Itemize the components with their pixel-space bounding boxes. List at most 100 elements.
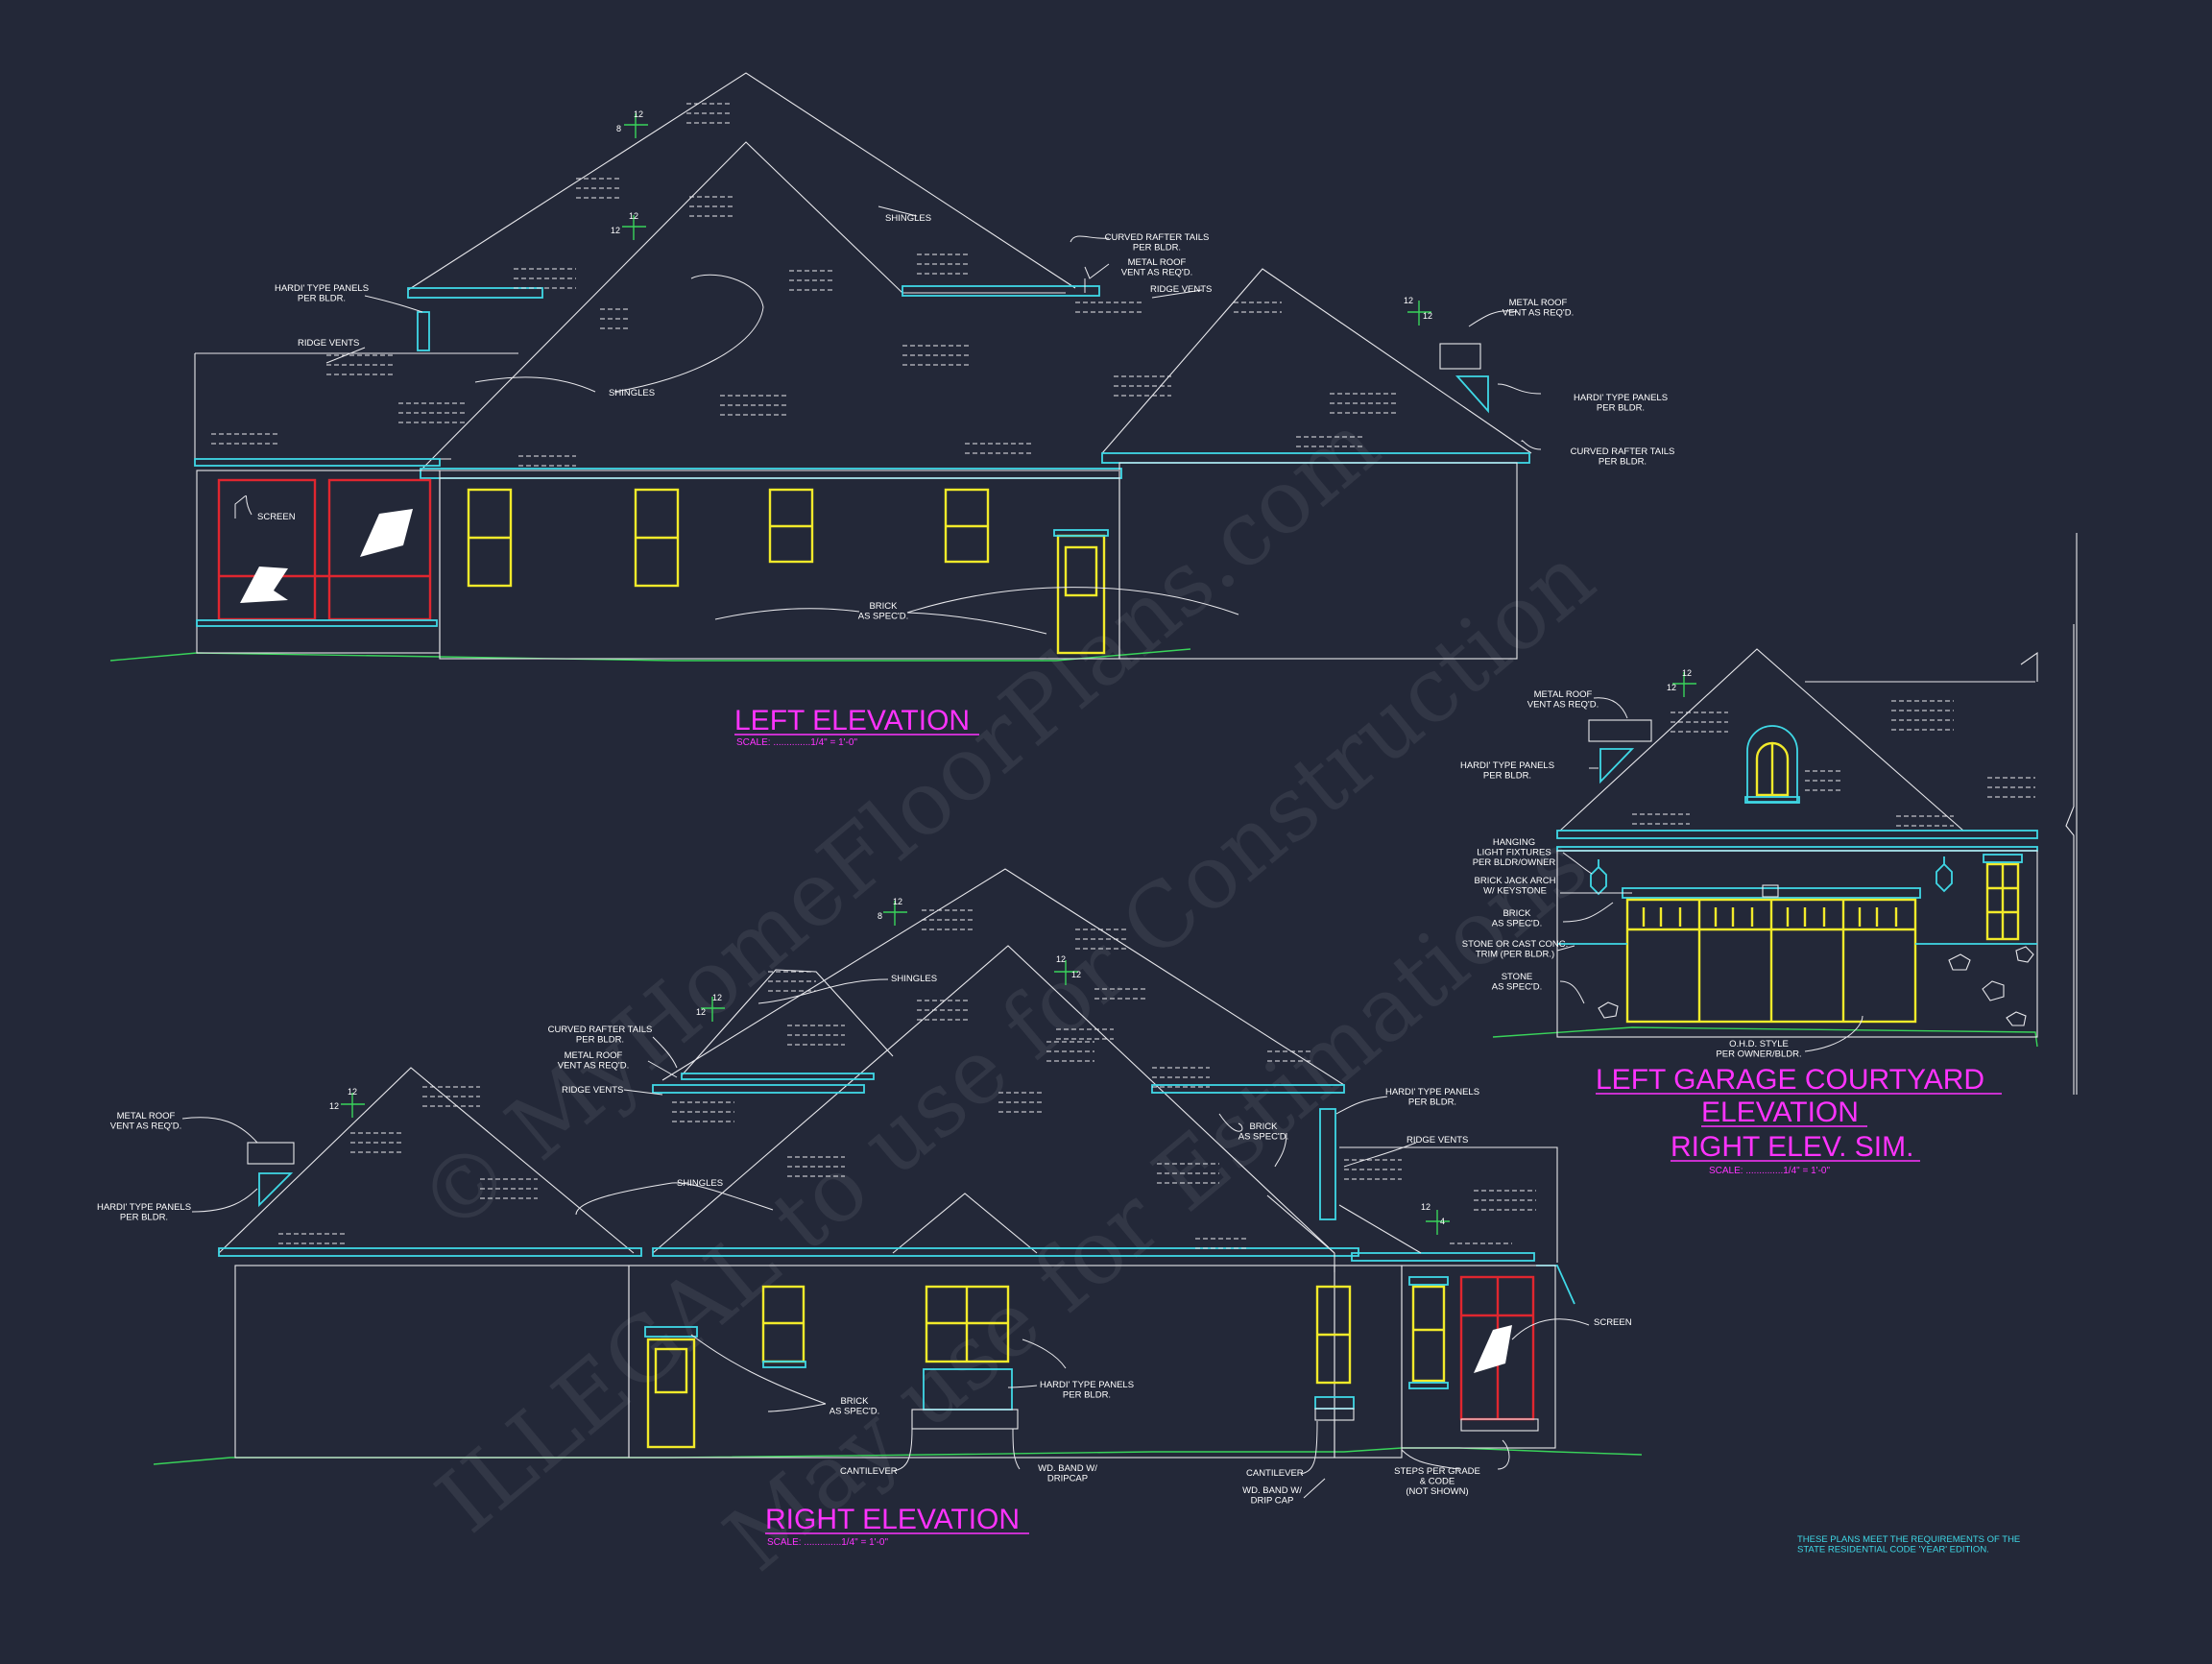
svg-text:12: 12 bbox=[634, 109, 643, 119]
dormer-sill bbox=[1744, 796, 1800, 804]
note-wd-band-right: WD. BAND W/DRIP CAP bbox=[1242, 1485, 1302, 1506]
stone-symbols bbox=[1598, 946, 2034, 1026]
screen-panel-1 bbox=[217, 478, 317, 621]
main-fascia-right bbox=[652, 1247, 1359, 1257]
garage-fascia bbox=[1556, 830, 2038, 839]
screen-highlight-2 bbox=[360, 509, 413, 557]
svg-text:8: 8 bbox=[878, 911, 882, 921]
screen-highlight-1 bbox=[240, 567, 288, 603]
code-compliance-note: THESE PLANS MEET THE REQUIREMENTS OF THE… bbox=[1797, 1534, 2020, 1555]
upper-roof bbox=[661, 868, 1345, 1086]
left-elevation-scale: SCALE: ..............1/4" = 1'-0" bbox=[736, 737, 857, 748]
left-hip-roof bbox=[218, 1067, 635, 1254]
brick-symbols-garage bbox=[1632, 700, 2035, 827]
upper-fascia bbox=[407, 287, 543, 299]
svg-text:12: 12 bbox=[329, 1101, 339, 1111]
upper-roof bbox=[407, 72, 1076, 291]
note-wd-band-left: WD. BAND W/DRIPCAP bbox=[1038, 1463, 1097, 1483]
mid-fascia-2 bbox=[681, 1073, 875, 1080]
note-shingles-mid: SHINGLES bbox=[609, 388, 655, 398]
leaders-right bbox=[181, 978, 1590, 1499]
main-wall bbox=[439, 477, 1120, 660]
note-shingles-top: SHINGLES bbox=[885, 213, 931, 224]
note-screen: SCREEN bbox=[257, 512, 296, 522]
right-low-roof bbox=[1339, 1146, 1558, 1263]
right-wall bbox=[1118, 462, 1518, 660]
svg-text:12: 12 bbox=[893, 897, 902, 906]
main-roof bbox=[420, 141, 1066, 471]
note-ridge-vents-left: RIDGE VENTS bbox=[298, 338, 359, 349]
dormer-window bbox=[1755, 741, 1790, 797]
left-fascia-right bbox=[218, 1247, 642, 1257]
note-ridge-vents-right: RIDGE VENTS bbox=[1407, 1135, 1468, 1146]
hanging-light-left bbox=[1590, 859, 1607, 896]
dormer-frame bbox=[1746, 725, 1798, 803]
watermark: © MyHomeFloorPlans.com ILLEGAL to use fo… bbox=[398, 393, 1613, 1591]
hardi-gable-panel bbox=[1455, 375, 1489, 414]
right-elevation-scale: SCALE: ..............1/4" = 1'-0" bbox=[767, 1537, 888, 1548]
brick-symbols-right bbox=[278, 909, 1536, 1249]
screen-panel-2 bbox=[327, 478, 432, 621]
garage-hardi-panel bbox=[1599, 748, 1635, 784]
hanging-light-right bbox=[1936, 856, 1953, 893]
keystone bbox=[1762, 884, 1779, 898]
right-porch-fascia bbox=[1351, 1252, 1535, 1262]
garage-door-panels bbox=[1627, 900, 1915, 1022]
bay-gable bbox=[892, 1193, 1038, 1254]
ridge-fascia bbox=[902, 285, 1100, 297]
garage-side-window-head bbox=[1983, 854, 2023, 863]
note-ridge-vents-mid: RIDGE VENTS bbox=[562, 1085, 623, 1096]
windows-left-elevation bbox=[467, 488, 1109, 655]
garage-title-1: LEFT GARAGE COURTYARD bbox=[1596, 1064, 1984, 1096]
svg-text:12: 12 bbox=[1421, 1202, 1431, 1212]
right-elevation-drawing: 12 8 12 12 12 12 12 12 12 4 bbox=[97, 868, 1643, 1548]
garage-roof-vent bbox=[1588, 719, 1652, 742]
svg-text:12: 12 bbox=[611, 226, 620, 235]
svg-text:12: 12 bbox=[1071, 970, 1081, 979]
note-steps: STEPS PER GRADE& CODE(NOT SHOWN) bbox=[1394, 1466, 1480, 1497]
pitch-symbols-right: 12 8 12 12 12 12 12 12 12 4 bbox=[329, 897, 1450, 1235]
svg-text:12: 12 bbox=[629, 211, 638, 221]
garage-boundary-2 bbox=[2065, 624, 2075, 1095]
cantilever-wall bbox=[1334, 1265, 1403, 1459]
roof-edges-right bbox=[1266, 1194, 1422, 1254]
brick-symbols-left bbox=[211, 103, 1397, 467]
garage-grade-line bbox=[1492, 1026, 2038, 1048]
garage-scale: SCALE: ..............1/4" = 1'-0" bbox=[1709, 1166, 1830, 1176]
mid-fascia bbox=[652, 1084, 865, 1094]
porch-wall bbox=[196, 470, 441, 654]
left-roof bbox=[194, 353, 451, 460]
svg-text:12: 12 bbox=[696, 1007, 706, 1017]
svg-text:8: 8 bbox=[616, 124, 621, 133]
svg-text:12: 12 bbox=[1404, 296, 1413, 305]
garage-frieze bbox=[1556, 846, 2038, 852]
left-elevation-drawing: 12 8 12 12 12 12 bbox=[109, 72, 1674, 748]
note-cantilever-left: CANTILEVER bbox=[840, 1466, 898, 1477]
left-fascia bbox=[194, 458, 441, 467]
hardi-panel-tall bbox=[1319, 1108, 1336, 1220]
svg-text:12: 12 bbox=[348, 1087, 357, 1097]
leaders-left bbox=[234, 205, 1542, 635]
leaders-garage bbox=[1556, 697, 1863, 1052]
svg-text:12: 12 bbox=[1667, 683, 1676, 692]
porch-wall-right bbox=[1401, 1265, 1556, 1449]
